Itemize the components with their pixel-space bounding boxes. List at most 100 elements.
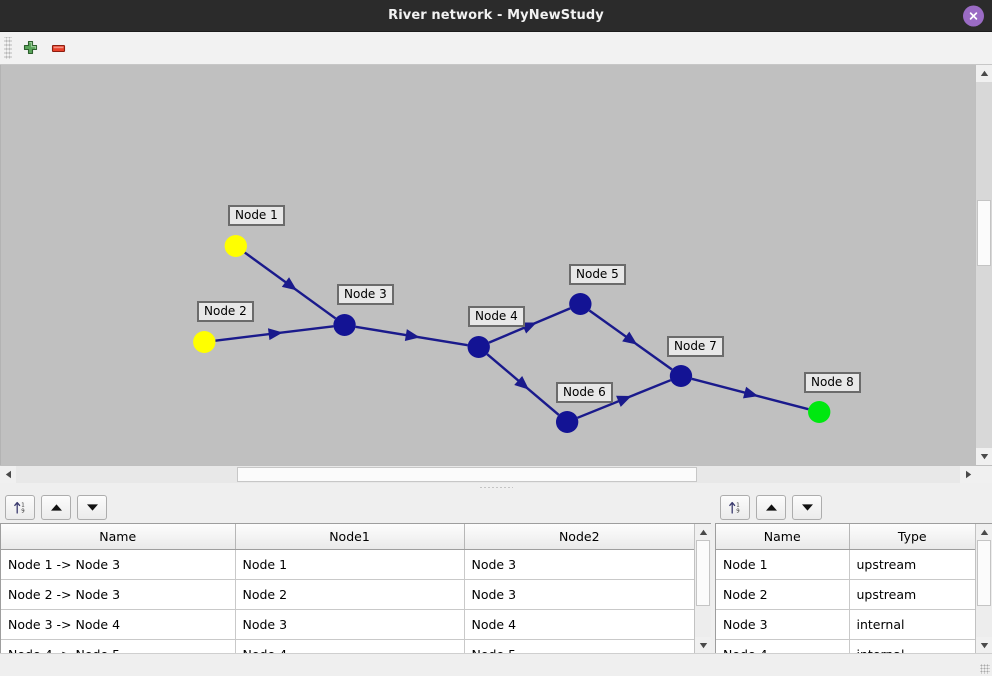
reaches-vscroll-thumb[interactable] (696, 540, 710, 606)
cell-name[interactable]: Node 2 (716, 579, 850, 610)
column-header-type[interactable]: Type (849, 524, 975, 550)
cell-name[interactable]: Node 3 (716, 609, 850, 640)
graph-node-node-7[interactable] (669, 365, 693, 387)
graph-node-node-8[interactable] (808, 401, 831, 423)
cell-type[interactable]: upstream (849, 549, 975, 580)
edge-arrow-icon (521, 322, 537, 334)
graph-vscroll-track[interactable] (976, 82, 992, 448)
nodes-scroll-up-button[interactable] (976, 524, 992, 540)
graph-node-label-node-1[interactable]: Node 1 (228, 205, 285, 226)
graph-node-node-4[interactable] (467, 336, 490, 358)
graph-node-node-2[interactable] (193, 331, 216, 353)
edge-arrow-icon (404, 329, 420, 341)
move-up-icon (50, 504, 62, 511)
graph-hscroll-thumb[interactable] (237, 467, 697, 482)
graph-node-node-5[interactable] (569, 293, 592, 315)
horizontal-splitter[interactable] (0, 483, 992, 492)
cell-node1[interactable]: Node 2 (235, 579, 465, 610)
main-toolbar (0, 32, 992, 65)
nodes-vscroll-thumb[interactable] (977, 540, 991, 606)
graph-vertical-scrollbar[interactable] (975, 65, 992, 465)
graph-horizontal-scrollbar[interactable] (0, 465, 992, 483)
network-diagram-canvas[interactable] (1, 65, 992, 465)
cell-name[interactable]: Node 4 -> Node 5 (1, 639, 236, 653)
cell-node2[interactable]: Node 3 (464, 549, 694, 580)
column-header-name[interactable]: Name (716, 524, 850, 550)
cell-name[interactable]: Node 3 -> Node 4 (1, 609, 236, 640)
nodes-vscroll-track[interactable] (976, 540, 992, 637)
cell-name[interactable]: Node 1 (716, 549, 850, 580)
cell-name[interactable]: Node 2 -> Node 3 (1, 579, 236, 610)
reaches-vertical-scrollbar[interactable] (694, 524, 711, 653)
tables-region: 1 9 (0, 492, 992, 676)
reaches-scroll-up-button[interactable] (695, 524, 711, 540)
cell-name[interactable]: Node 4 (716, 639, 850, 653)
column-header-node2[interactable]: Node2 (464, 524, 694, 550)
cell-type[interactable]: internal (849, 639, 975, 653)
column-header-name[interactable]: Name (1, 524, 236, 550)
graph-node-label-node-5[interactable]: Node 5 (569, 264, 626, 285)
column-header-node1[interactable]: Node1 (235, 524, 465, 550)
graph-node-node-1[interactable] (224, 235, 247, 257)
graph-node-label-node-7[interactable]: Node 7 (667, 336, 724, 357)
reaches-panel: 1 9 (0, 492, 711, 676)
delete-node-button[interactable] (44, 34, 72, 62)
cell-type[interactable]: internal (849, 609, 975, 640)
reaches-sort-button[interactable]: 1 9 (5, 495, 35, 520)
chevron-up-icon (699, 529, 707, 535)
graph-scroll-right-button[interactable] (960, 466, 976, 482)
nodes-scroll-down-button[interactable] (976, 637, 992, 653)
graph-scroll-down-button[interactable] (976, 448, 992, 465)
cell-node2[interactable]: Node 4 (464, 609, 694, 640)
reaches-vscroll-track[interactable] (695, 540, 711, 637)
graph-node-label-node-2[interactable]: Node 2 (197, 301, 254, 322)
cell-type[interactable]: upstream (849, 579, 975, 610)
cell-node1[interactable]: Node 4 (235, 639, 465, 653)
nodes-toolbar: 1 9 (715, 492, 992, 523)
edge-layer (215, 251, 809, 419)
reaches-move-down-button[interactable] (77, 495, 107, 520)
cell-node1[interactable]: Node 3 (235, 609, 465, 640)
graph-node-node-3[interactable] (333, 314, 356, 336)
graph-scroll-left-button[interactable] (0, 466, 16, 482)
graph-node-label-node-3[interactable]: Node 3 (337, 284, 394, 305)
nodes-table-row[interactable]: Node 4internal (716, 639, 975, 653)
graph-scroll-up-button[interactable] (976, 65, 992, 82)
graph-node-node-6[interactable] (555, 411, 579, 433)
reaches-move-up-button[interactable] (41, 495, 71, 520)
graph-node-label-node-8[interactable]: Node 8 (804, 372, 861, 393)
nodes-move-up-button[interactable] (756, 495, 786, 520)
reaches-scroll-down-button[interactable] (695, 637, 711, 653)
cell-node2[interactable]: Node 5 (464, 639, 694, 653)
river-network-graph[interactable]: Node 1 Node 2 Node 3 Node 4 Node 5 Node 6 Node… (0, 65, 992, 465)
window-resize-grip[interactable] (980, 664, 990, 674)
graph-node-label-node-6[interactable]: Node 6 (556, 382, 613, 403)
graph-vscroll-thumb[interactable] (977, 200, 991, 266)
chevron-right-icon (965, 470, 971, 478)
cell-node2[interactable]: Node 3 (464, 579, 694, 610)
cell-node1[interactable]: Node 1 (235, 549, 465, 580)
graph-node-label-node-4[interactable]: Node 4 (468, 306, 525, 327)
status-bar (0, 653, 992, 676)
cell-name[interactable]: Node 1 -> Node 3 (1, 549, 236, 580)
nodes-sort-button[interactable]: 1 9 (720, 495, 750, 520)
chevron-left-icon (5, 470, 11, 478)
add-node-button[interactable] (16, 34, 44, 62)
nodes-move-down-button[interactable] (792, 495, 822, 520)
close-button[interactable] (963, 5, 984, 26)
graph-hscroll-track[interactable] (16, 466, 960, 483)
nodes-vertical-scrollbar[interactable] (975, 524, 992, 653)
toolbar-drag-handle[interactable] (4, 37, 12, 59)
